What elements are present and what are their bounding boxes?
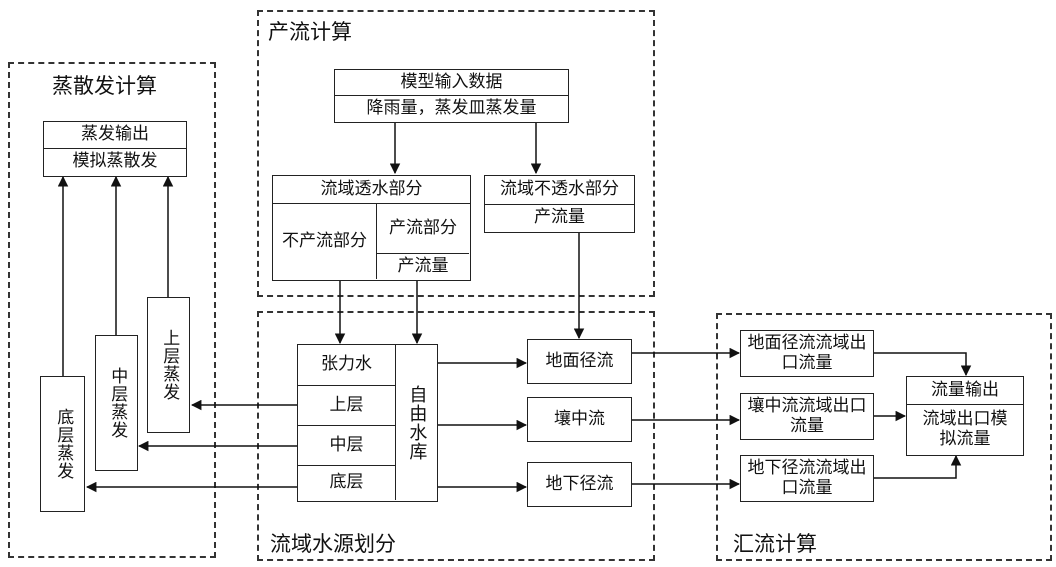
evap-output-box: 蒸发输出 模拟蒸散发	[43, 121, 187, 177]
model-input-header: 模型输入数据	[335, 70, 568, 96]
lower-evap-box: 底层蒸发	[40, 376, 85, 512]
routing-group-title: 汇流计算	[733, 532, 817, 556]
flow-output-header: 流量输出	[907, 377, 1023, 405]
tension-water-cell: 张力水	[298, 345, 396, 386]
surface-outlet-box: 地面径流流域出口流量	[740, 330, 874, 377]
evapotranspiration-group	[8, 62, 216, 558]
groundwater-flow-box: 地下径流	[527, 462, 632, 507]
free-water-reservoir: 自由水库	[406, 384, 428, 461]
evap-output-header: 蒸发输出	[44, 122, 186, 149]
evapotranspiration-group-title: 蒸散发计算	[52, 74, 157, 98]
pervious-area-header: 流域透水部分	[273, 176, 470, 204]
pervious-area-box: 流域透水部分 不产流部分 产流部分 产流量	[272, 175, 471, 281]
evap-output-sub: 模拟蒸散发	[72, 151, 158, 172]
impervious-area-header: 流域不透水部分	[485, 176, 634, 205]
impervious-area-box: 流域不透水部分 产流量	[484, 175, 635, 233]
routing-group	[716, 313, 1052, 561]
soil-storage-box: 张力水 上层 中层 底层 自由水库	[297, 344, 438, 502]
lower-layer-cell: 底层	[298, 466, 396, 500]
interflow-outlet-box: 壤中流流域出口流量	[740, 393, 874, 440]
pervious-runoff-amount: 产流量	[397, 255, 449, 276]
water-source-division-group	[257, 311, 655, 561]
model-input-sub: 降雨量，蒸发皿蒸发量	[366, 97, 537, 118]
model-input-box: 模型输入数据 降雨量，蒸发皿蒸发量	[334, 69, 569, 123]
runoff-generation-group	[257, 10, 655, 297]
runoff-generation-group-title: 产流计算	[268, 20, 352, 44]
non-runoff-part: 不产流部分	[273, 204, 377, 279]
arrow-surface-outlet-to-output	[874, 352, 972, 377]
arrow-groundwater-outlet-to-output	[874, 454, 962, 479]
runoff-part: 产流部分	[377, 204, 469, 254]
upper-evap-box: 上层蒸发	[147, 297, 190, 433]
middle-layer-cell: 中层	[298, 426, 396, 466]
interflow-box: 壤中流	[527, 397, 632, 442]
flow-output-box: 流量输出 流域出口模拟流量	[906, 376, 1024, 456]
groundwater-outlet-box: 地下径流流域出口流量	[740, 455, 874, 502]
flow-output-sub: 流域出口模拟流量	[922, 408, 1008, 449]
water-source-division-group-title: 流域水源划分	[270, 532, 396, 556]
upper-layer-cell: 上层	[298, 386, 396, 426]
middle-evap-box: 中层蒸发	[95, 335, 138, 471]
surface-flow-box: 地面径流	[527, 339, 632, 384]
impervious-runoff-amount: 产流量	[534, 207, 585, 228]
